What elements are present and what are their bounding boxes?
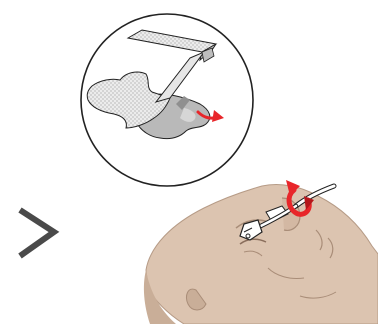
patient-head [146,184,378,324]
detail-panel [81,14,253,186]
patient-view [144,180,378,324]
step-marker [20,210,54,256]
chevron-right-icon [20,210,54,256]
